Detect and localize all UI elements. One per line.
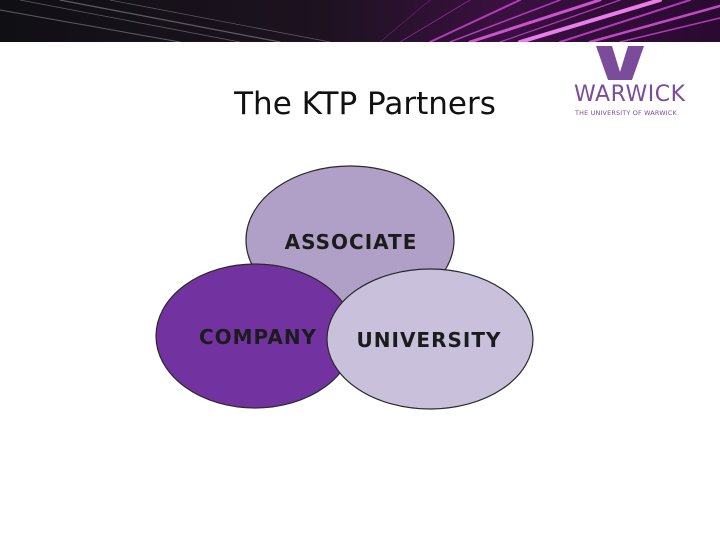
logo-emblem-icon [596,46,644,80]
banner-light-streaks [0,0,720,42]
university-label: UNIVERSITY [357,328,502,352]
slide-title: The KTP Partners [234,86,496,122]
header-banner [0,0,720,42]
warwick-logo: WARWICK THE UNIVERSITY OF WARWICK [560,42,700,132]
company-label: COMPANY [199,325,317,349]
logo-subtitle: THE UNIVERSITY OF WARWICK [575,109,677,117]
associate-label: ASSOCIATE [285,230,418,254]
university-circle [326,268,534,410]
logo-wordmark: WARWICK [574,82,686,107]
